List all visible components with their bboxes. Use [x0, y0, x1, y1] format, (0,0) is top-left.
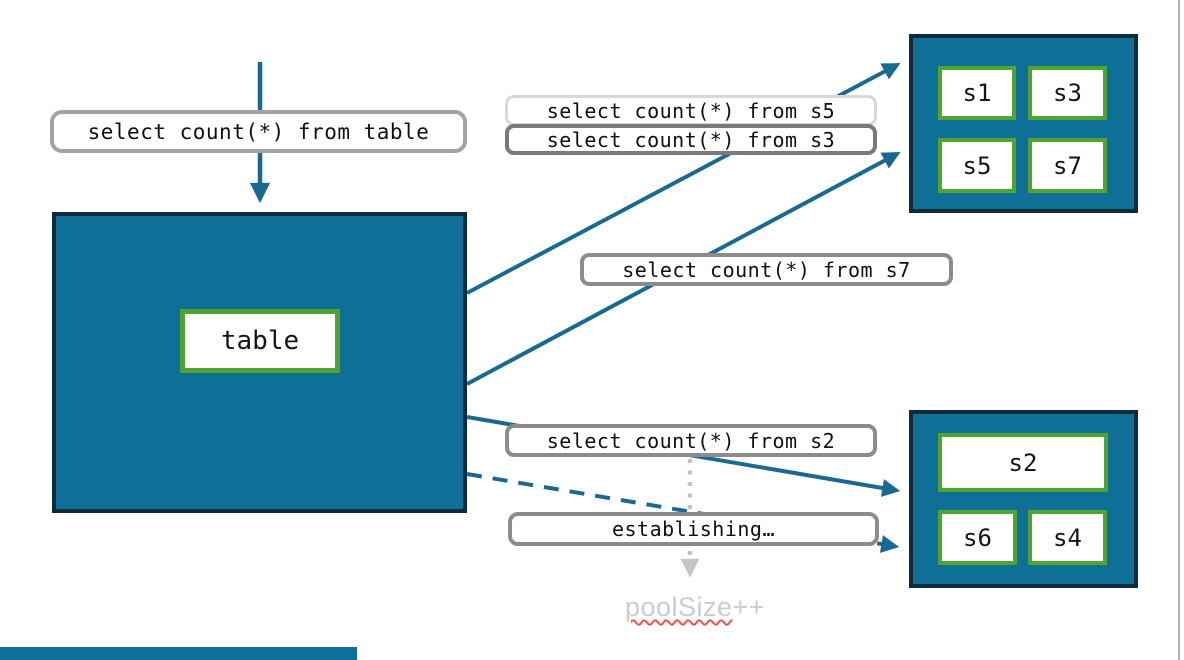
- query-label-s2: select count(*) from s2: [505, 424, 877, 457]
- shard-node-s6: s6: [938, 510, 1017, 565]
- shard-node-s4: s4: [1028, 510, 1107, 565]
- slide-edge-line: [1178, 0, 1180, 660]
- query-label-table: select count(*) from table: [50, 110, 467, 153]
- shard-node-s3: s3: [1028, 66, 1107, 120]
- query-label-s7: select count(*) from s7: [580, 253, 953, 286]
- shard-node-s7: s7: [1028, 138, 1107, 193]
- shard-node-s1: s1: [938, 66, 1016, 120]
- poolsize-suffix: ++: [732, 592, 766, 622]
- status-label-establishing: establishing…: [508, 512, 879, 546]
- table-node: table: [180, 309, 340, 373]
- poolsize-annotation: poolSize++: [585, 592, 805, 623]
- arrow-table-establishing-dashed: [466, 472, 900, 553]
- poolsize-text: poolSize: [624, 592, 733, 622]
- query-label-s5: select count(*) from s5: [505, 95, 877, 126]
- query-label-s3: select count(*) from s3: [505, 124, 877, 155]
- bottom-accent-bar: [0, 647, 357, 660]
- shard-node-s5: s5: [938, 138, 1016, 193]
- shard-node-s2: s2: [938, 433, 1108, 492]
